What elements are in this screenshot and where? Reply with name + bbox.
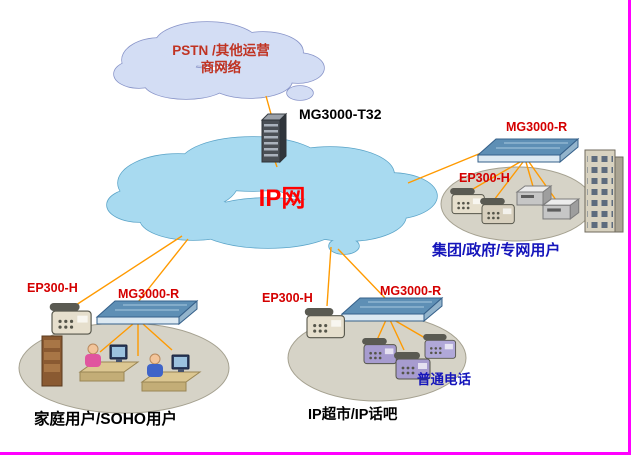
office-building: [584, 149, 624, 233]
pstn-cloud-label-line2: 商网络: [200, 59, 242, 75]
cabinet: [41, 335, 63, 387]
shop-caption: IP超市/IP话吧: [308, 407, 398, 423]
shop-ip-phone: [304, 307, 345, 339]
analog-phone-label: 普通电话: [417, 372, 471, 387]
pstn-cloud-label-line1: PSTN /其他运营: [172, 43, 270, 58]
enterprise-gateway-device: [477, 138, 579, 163]
enterprise-caption: 集团/政府/专网用户: [432, 242, 561, 259]
enterprise-fax-2: [542, 198, 580, 220]
home-terminal-label: EP300-H: [27, 281, 78, 295]
connector-lines: [75, 95, 557, 356]
core-gateway-label: MG3000-T32: [299, 106, 382, 122]
core-gateway-device: [260, 112, 288, 164]
home-gateway-label: MG3000-R: [118, 287, 180, 301]
enterprise-fax-1: [516, 185, 552, 206]
shop-terminal-label: EP300-H: [262, 291, 313, 305]
home-gateway-device: [96, 300, 198, 325]
shop-gateway-label: MG3000-R: [380, 284, 442, 298]
shop-gateway-device: [341, 297, 443, 322]
enterprise-gateway-label: MG3000-R: [506, 120, 568, 134]
home-ip-phone: [49, 302, 92, 335]
home-caption: 家庭用户/SOHO用户: [34, 411, 177, 428]
ip-network-label: IP网: [258, 185, 306, 212]
enterprise-terminal-label: EP300-H: [459, 171, 510, 185]
pstn-cloud-label: PSTN /其他运营 商网络: [126, 43, 316, 77]
